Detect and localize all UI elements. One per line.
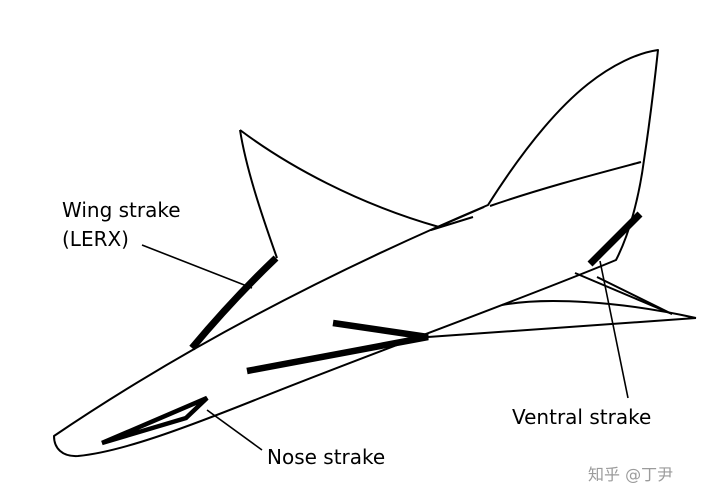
ventral-strake-leader-line: [599, 260, 629, 399]
ventral-strake-highlight: [587, 211, 643, 267]
ventral-strake-label: Ventral strake: [512, 405, 652, 429]
near-wing-leading-edge: [427, 317, 697, 338]
wing-strake-leader-line: [141, 244, 253, 289]
tailplane-leading-edge: [574, 272, 673, 315]
far-tailplane-outline: [430, 206, 485, 231]
near-wing-strake-highlight: [246, 319, 429, 375]
nose-strake-label: Nose strake: [267, 445, 386, 469]
wing-strake-label-line1: Wing strake: [62, 198, 181, 222]
wing-strake-label: Wing strake (LERX): [62, 196, 181, 254]
far-wing-trailing-edge: [239, 129, 440, 228]
nose-strake-leader-line: [206, 409, 263, 451]
far-wing-leading-edge: [239, 129, 278, 259]
fuselage-spine-line: [489, 161, 642, 207]
watermark-text: 知乎 @丁尹: [588, 465, 674, 484]
near-wing-trailing-edge: [501, 300, 697, 319]
nose-strake-shape: [101, 395, 209, 446]
wing-strake-lerx-highlight: [189, 255, 279, 351]
tailplane-trailing-edge: [596, 276, 673, 315]
fuselage-and-fin-outline: [53, 49, 659, 458]
wing-strake-label-line2: (LERX): [62, 227, 129, 251]
